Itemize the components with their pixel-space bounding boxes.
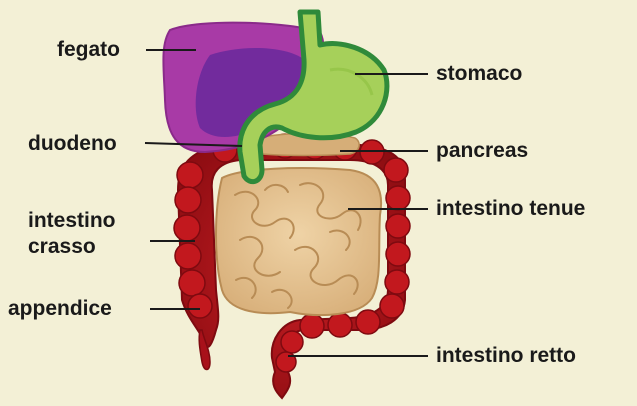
label-intestino-crasso-line2: crasso — [28, 236, 96, 258]
label-appendice: appendice — [8, 298, 112, 320]
label-intestino-crasso-line1: intestino — [28, 210, 116, 232]
label-pancreas: pancreas — [436, 140, 528, 162]
label-duodeno: duodeno — [28, 133, 117, 155]
label-intestino-tenue: intestino tenue — [436, 198, 585, 220]
label-fegato: fegato — [57, 39, 120, 61]
label-stomaco: stomaco — [436, 63, 522, 85]
small-intestine — [216, 168, 381, 315]
label-intestino-retto: intestino retto — [436, 345, 576, 367]
